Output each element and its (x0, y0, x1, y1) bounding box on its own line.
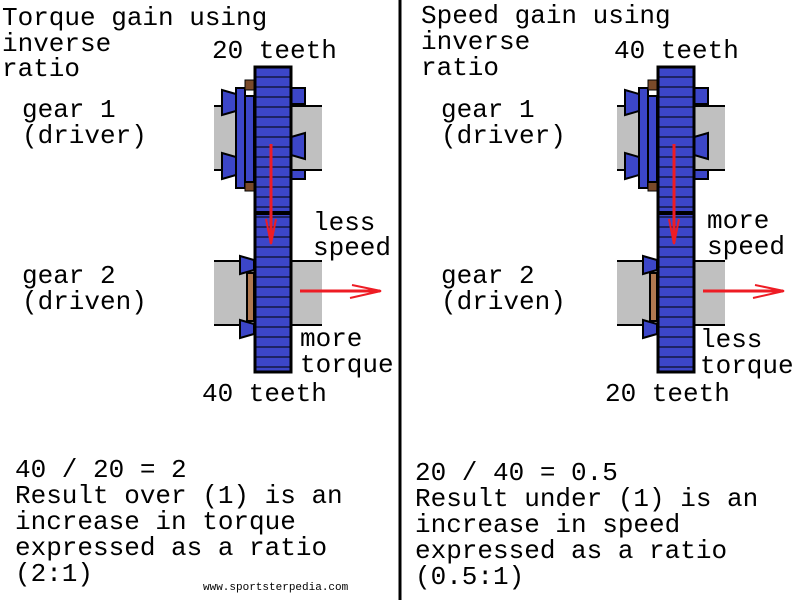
right-effect1-line2: speed (707, 232, 786, 262)
left-top-gear-teeth: 20 teeth (212, 36, 337, 66)
left-gear1-role: (driver) (22, 121, 147, 151)
bolt-head (239, 254, 255, 276)
left-effect2-line2: torque (300, 350, 394, 380)
rightward-arrow-head (752, 284, 785, 299)
hub-strip (244, 95, 255, 183)
bolt-head (290, 131, 306, 161)
nut (693, 87, 709, 105)
hub-flange (638, 87, 649, 189)
right-bottom-gear-teeth: 20 teeth (605, 379, 730, 409)
bolt-head (693, 131, 709, 161)
right-title-line1: Speed gain using (421, 1, 671, 31)
left-result-line2: Result over (1) is an (15, 481, 343, 511)
hub-flange (235, 87, 246, 189)
nut (290, 169, 306, 180)
left-effect1-line2: speed (313, 233, 392, 263)
bolt-head (624, 151, 640, 181)
bolt-head (624, 88, 640, 117)
bolt-head (642, 254, 658, 276)
nut (693, 169, 709, 180)
right-effect2-line1: less (700, 325, 763, 355)
watermark: www.sportsterpedia.com (203, 582, 349, 594)
downward-arrow-head (668, 218, 680, 245)
right-title-line2: inverse (421, 27, 531, 57)
rightward-arrow-head (349, 284, 382, 299)
right-gear1-role: (driver) (441, 121, 566, 151)
right-gear-assembly (617, 65, 785, 374)
spacer (244, 79, 255, 91)
left-gear1-label: gear 1 (22, 95, 116, 125)
bolt-head (239, 318, 255, 340)
bolt-head (221, 88, 237, 117)
right-result-line1: 20 / 40 = 0.5 (415, 458, 618, 488)
left-result-line5: (2:1) (15, 559, 94, 589)
left-bottom-gear-teeth: 40 teeth (202, 379, 327, 409)
right-gear2-role: (driven) (441, 287, 566, 317)
right-result-line2: Result under (1) is an (415, 484, 759, 514)
gear-column (656, 65, 696, 374)
right-result-line4: expressed as a ratio (415, 536, 728, 566)
right-top-gear-teeth: 40 teeth (614, 36, 739, 66)
left-result-line4: expressed as a ratio (15, 533, 328, 563)
left-gear-assembly (214, 65, 382, 374)
right-effect2-line2: torque (700, 351, 794, 381)
hub-strip (647, 95, 658, 183)
downward-arrow-head (265, 218, 277, 245)
right-result-line5: (0.5:1) (415, 562, 525, 592)
spacer (647, 181, 658, 192)
bolt-head (642, 318, 658, 340)
left-gear2-role: (driven) (22, 287, 147, 317)
bottom-spacer (246, 272, 255, 322)
right-gear2-label: gear 2 (441, 261, 535, 291)
left-effect1-line1: less (313, 208, 376, 238)
right-gear1-label: gear 1 (441, 95, 535, 125)
left-gear2-label: gear 2 (22, 261, 116, 291)
left-result-line3: increase in torque (15, 507, 296, 537)
left-effect2-line1: more (300, 324, 363, 354)
right-result-line3: increase in speed (415, 510, 681, 540)
spacer (244, 181, 255, 192)
gear-column (253, 65, 293, 374)
left-title-line3: ratio (2, 54, 81, 84)
spacer (647, 79, 658, 91)
bottom-spacer (649, 272, 658, 322)
nut (290, 87, 306, 105)
left-title-line1: Torque gain using (2, 3, 268, 33)
bolt-head (221, 151, 237, 181)
left-title-line2: inverse (2, 29, 112, 59)
right-title-line3: ratio (421, 53, 500, 83)
left-result-line1: 40 / 20 = 2 (15, 455, 187, 485)
right-effect1-line1: more (707, 206, 770, 236)
